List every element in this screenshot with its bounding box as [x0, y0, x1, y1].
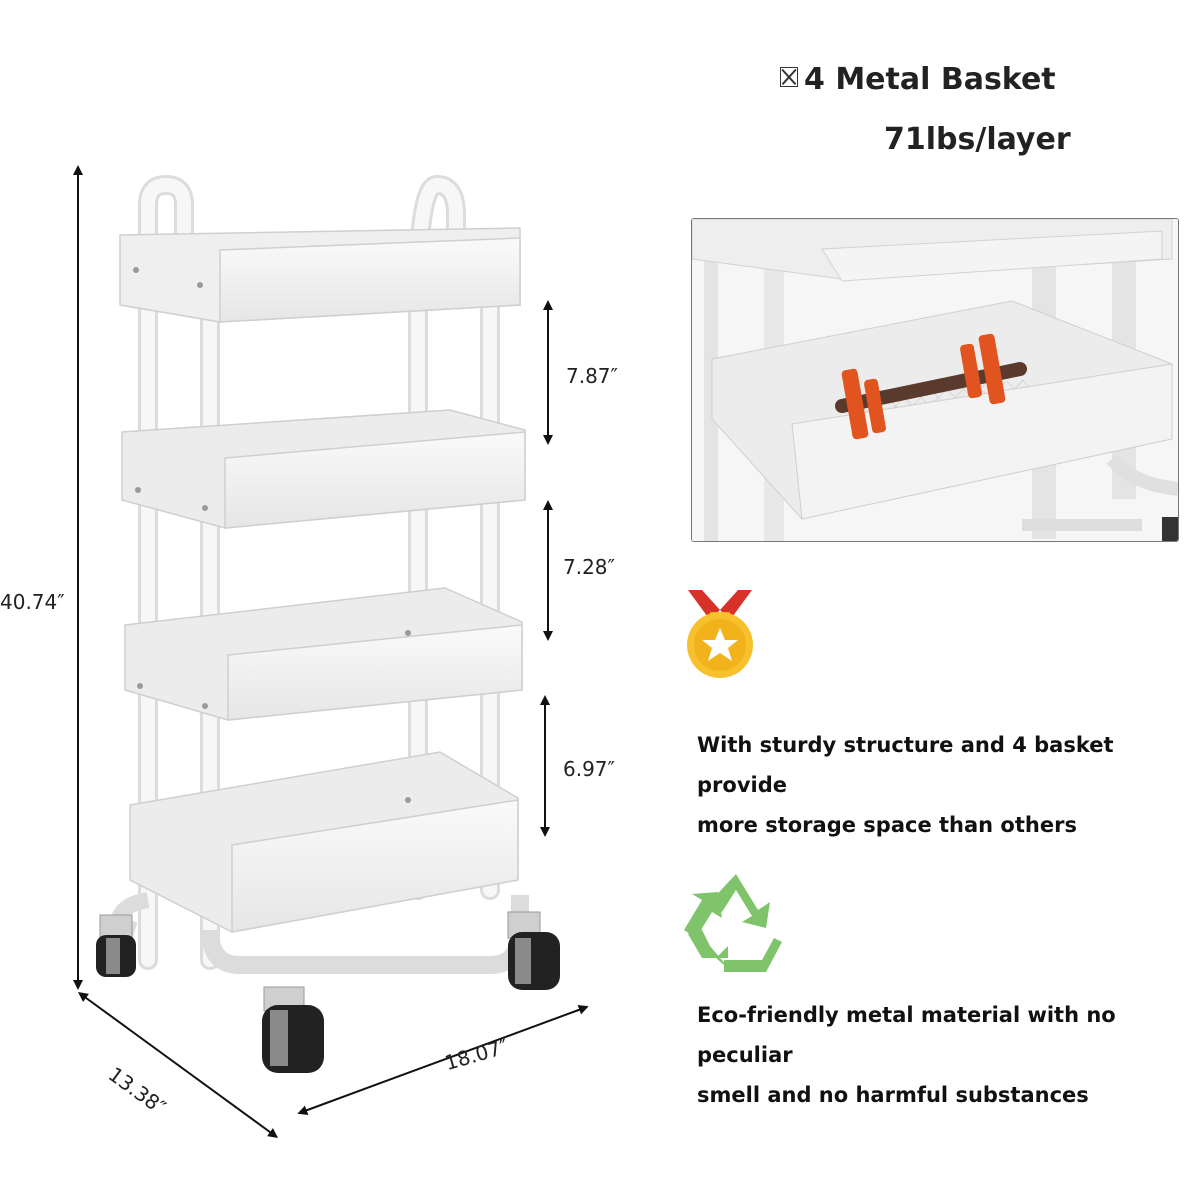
caster-wheel-front-right — [507, 911, 560, 990]
heading-line-2: 71lbs/layer — [884, 122, 1071, 157]
medal-icon — [687, 590, 753, 678]
basket-2 — [121, 409, 526, 529]
cart-illustration — [73, 165, 589, 1138]
basket-3 — [124, 587, 523, 721]
recycle-icon — [684, 874, 782, 972]
feature-eco-line-1: Eco-friendly metal material with no pecu… — [697, 1003, 1116, 1067]
feature-eco-text: Eco-friendly metal material with no pecu… — [697, 995, 1187, 1115]
gap3-label: 6.97″ — [563, 757, 616, 781]
basket-detail-inset — [691, 218, 1179, 542]
feature-sturdy-line-1: With sturdy structure and 4 basket provi… — [697, 733, 1114, 797]
dumbbell-icon — [835, 333, 1027, 440]
height-label: 40.74″ — [0, 590, 65, 614]
basket-1 — [119, 227, 521, 323]
basket-detail-illustration — [692, 219, 1178, 541]
depth-dimension-arrow — [77, 992, 279, 1138]
width-dimension-arrow — [297, 1005, 589, 1115]
caster-wheel-back — [262, 986, 324, 1073]
basket-4 — [129, 751, 519, 933]
gap1-label: 7.87″ — [566, 364, 619, 388]
product-heading: 4 Metal Basket — [780, 62, 1056, 97]
gap2-label: 7.28″ — [563, 555, 616, 579]
feature-sturdy-text: With sturdy structure and 4 basket provi… — [697, 725, 1177, 845]
feature-sturdy-line-2: more storage space than others — [697, 813, 1077, 837]
feature-eco-line-2: smell and no harmful substances — [697, 1083, 1089, 1107]
checkbox-glyph-icon — [780, 67, 798, 87]
heading-line-1: 4 Metal Basket — [804, 62, 1056, 97]
caster-wheel-front-left — [96, 914, 136, 977]
